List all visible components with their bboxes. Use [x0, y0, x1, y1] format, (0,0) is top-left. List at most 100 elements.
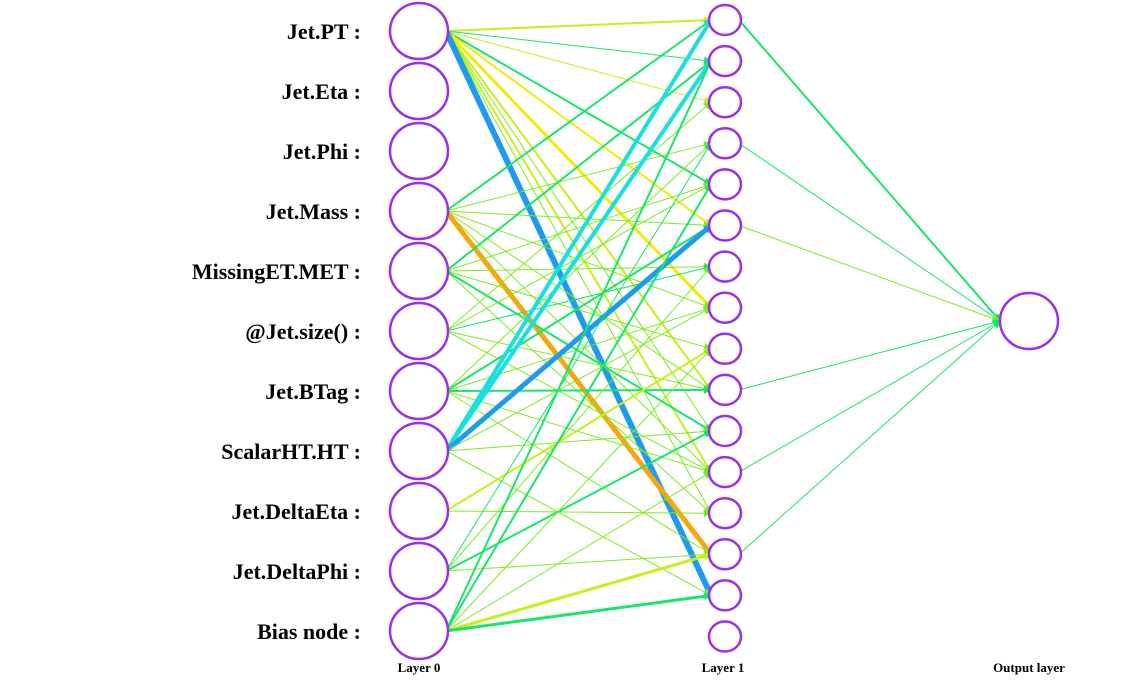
connection-33: [445, 390, 712, 474]
connection-46: [445, 550, 712, 572]
connection-11: [445, 19, 712, 212]
hidden-node-1: [707, 3, 743, 37]
connection-4: [445, 30, 712, 227]
hidden-node-5: [707, 168, 743, 201]
connection-1: [445, 30, 712, 65]
hidden-node-10: [707, 373, 743, 407]
connection-26: [445, 264, 712, 332]
input-label-10: Bias node :: [257, 619, 361, 644]
layer-label-0: Layer 0: [398, 660, 441, 675]
input-labels: Jet.PT : Jet.Eta : Jet.Phi : Jet.Mass : Miss…: [192, 19, 361, 644]
input-label-9: Jet.DeltaPhi :: [233, 559, 361, 584]
connection-58: [738, 320, 1001, 555]
connection-38: [445, 307, 712, 452]
connection-49: [445, 348, 712, 632]
connection-51: [444, 552, 713, 633]
hidden-node-9: [707, 332, 743, 366]
connection-16: [445, 210, 712, 473]
connection-3: [445, 30, 712, 186]
hidden-node-16: [707, 620, 743, 653]
connection-29: [445, 142, 712, 392]
connection-42: [445, 509, 712, 518]
hidden-node-12: [707, 455, 743, 489]
hidden-node-14: [707, 538, 743, 571]
connection-17: [443, 208, 714, 557]
connection-24: [445, 101, 712, 332]
hidden-node-11: [707, 414, 743, 448]
connection-35: [444, 18, 713, 453]
connection-39: [445, 427, 712, 452]
connection-50: [445, 471, 712, 632]
connection-55: [738, 225, 1001, 323]
connection-7: [445, 30, 712, 432]
connection-28: [445, 330, 712, 473]
connection-41: [445, 347, 712, 512]
connection-22: [445, 270, 712, 432]
connection-53: [738, 19, 1001, 322]
connection-0: [445, 16, 712, 32]
connection-30: [445, 224, 712, 392]
network-nodes: [388, 1, 1060, 661]
connection-47: [445, 60, 712, 632]
connection-lines: [443, 16, 1001, 633]
input-node-1: [388, 61, 450, 121]
connection-20: [445, 262, 712, 272]
hidden-node-7: [707, 250, 743, 283]
connection-48: [445, 183, 712, 632]
input-node-10: [388, 601, 450, 661]
input-node-5: [388, 301, 450, 361]
layer-label-1: Layer 1: [702, 660, 745, 675]
connection-52: [444, 592, 713, 633]
layer-labels: Layer 0 Layer 1 Output layer: [398, 660, 1066, 675]
connection-18: [445, 60, 712, 272]
input-label-2: Jet.Phi :: [283, 139, 361, 164]
connection-23: [445, 270, 712, 514]
connection-21: [445, 270, 712, 351]
connection-15: [445, 210, 712, 391]
connection-6: [445, 30, 712, 391]
connection-40: [445, 450, 712, 596]
connection-13: [445, 210, 712, 230]
connection-44: [445, 265, 712, 572]
output-node: [998, 291, 1060, 351]
connection-12: [445, 141, 712, 212]
hidden-node-6: [707, 209, 743, 242]
connection-43: [445, 142, 712, 572]
input-label-6: Jet.BTag :: [265, 379, 361, 404]
input-node-6: [388, 361, 450, 421]
input-label-5: @Jet.size() :: [245, 319, 361, 344]
input-node-9: [388, 541, 450, 601]
input-node-3: [388, 181, 450, 241]
input-node-7: [388, 421, 450, 481]
input-label-4: MissingET.MET :: [192, 259, 361, 284]
connection-34: [445, 390, 712, 555]
connection-36: [444, 59, 713, 453]
input-node-0: [388, 1, 450, 61]
input-label-1: Jet.Eta :: [282, 79, 361, 104]
connection-19: [445, 182, 712, 272]
connection-32: [445, 385, 712, 394]
connection-56: [738, 318, 1001, 391]
connection-54: [738, 142, 1001, 322]
connection-57: [738, 320, 1001, 473]
hidden-node-4: [707, 127, 743, 160]
hidden-node-8: [707, 291, 743, 324]
input-node-2: [388, 121, 450, 181]
connection-37: [443, 223, 714, 454]
connection-27: [445, 330, 712, 393]
hidden-node-3: [707, 85, 743, 119]
hidden-node-13: [707, 496, 743, 530]
input-label-7: ScalarHT.HT :: [221, 439, 361, 464]
input-label-3: Jet.Mass :: [266, 199, 361, 224]
layer-label-output: Output layer: [993, 660, 1065, 675]
connection-8: [445, 30, 712, 474]
input-node-4: [388, 241, 450, 301]
input-label-0: Jet.PT :: [287, 19, 361, 44]
hidden-node-15: [707, 579, 743, 612]
input-node-8: [388, 481, 450, 541]
connection-10: [443, 28, 714, 599]
hidden-node-2: [707, 44, 743, 78]
connection-9: [445, 30, 712, 515]
input-label-8: Jet.DeltaEta :: [231, 499, 361, 524]
